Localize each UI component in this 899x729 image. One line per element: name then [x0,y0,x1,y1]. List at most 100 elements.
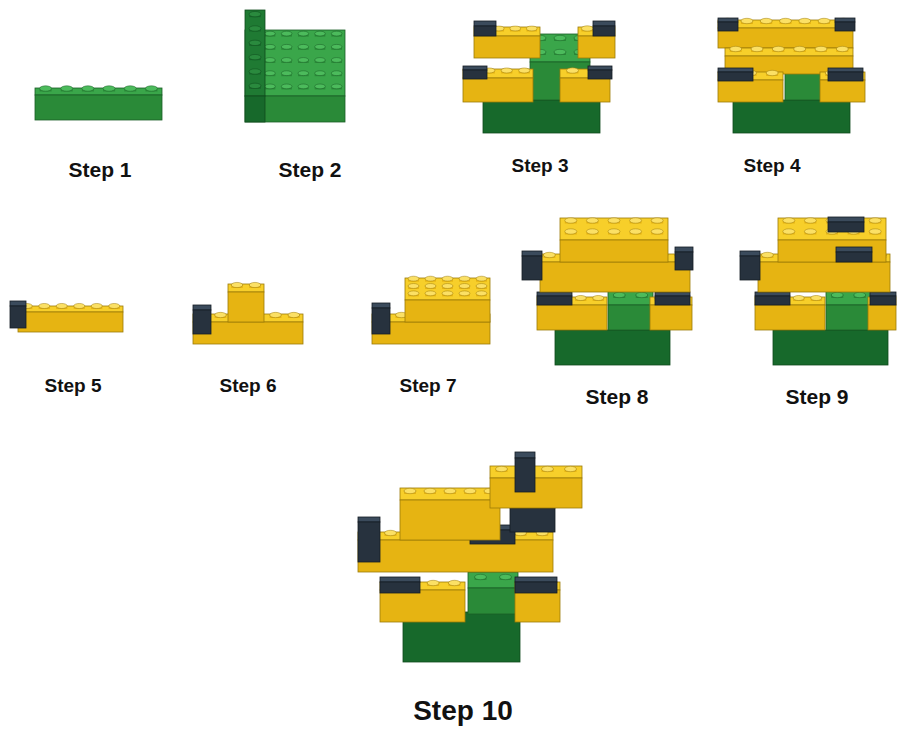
stud [61,86,73,92]
brick-side [755,305,825,330]
stud-top [315,44,326,49]
stud-top [575,295,586,300]
brick-top [515,452,535,458]
stud-top [510,26,521,31]
brick-side [380,590,465,622]
stud-top [408,284,419,289]
brick [10,301,26,328]
brick-top [826,291,871,305]
stud-top [444,488,456,493]
stud [869,229,881,235]
brick [490,466,582,508]
step-label: Step 2 [278,158,341,182]
brick-side [358,540,553,572]
brick-top [10,301,26,306]
stud [265,58,276,63]
brick-side [358,522,380,562]
stud [281,84,292,89]
brick-top [515,577,557,582]
stud-top [249,69,261,74]
brick-side [474,36,540,58]
brick-top [380,577,420,582]
stud [794,46,806,52]
stud [315,84,326,89]
stud-top [315,31,326,36]
brick-side [515,582,557,593]
brick [358,517,380,562]
brick [820,70,865,102]
stud [500,574,512,580]
brick-side [10,306,26,328]
brick [372,303,390,334]
brick-side [405,300,490,322]
brick-side [740,256,760,280]
stud [464,488,476,494]
brick-top [740,251,760,256]
brick-top [725,48,853,56]
brick-top [675,247,693,252]
stud [554,35,566,41]
stud [799,18,811,24]
brick-side [655,296,690,305]
stud [404,488,416,494]
step-label: Step 10 [413,695,513,727]
brick-top [608,291,653,305]
stud-top [408,276,419,281]
brick [522,251,542,280]
stud-top [459,276,470,281]
stud-top [613,292,625,297]
step-label: Step 3 [511,155,568,177]
brick [828,217,864,232]
stud [408,276,419,281]
stud [554,49,566,55]
stud [103,86,115,92]
brick [718,70,783,102]
stud-top [442,284,453,289]
stud [281,71,292,76]
stud-top [804,218,816,223]
step-label: Step 5 [44,375,101,397]
brick-top [868,297,896,305]
brick-side [758,262,890,292]
brick-side [228,292,264,322]
brick [193,305,211,334]
brick [380,580,465,622]
stud [526,26,537,31]
brick-side [35,95,162,120]
stud-top [741,18,753,23]
stud [751,46,763,52]
stud [831,292,843,298]
stud-top [831,292,843,297]
brick-side [870,296,896,305]
brick [608,291,653,330]
brick [773,330,888,365]
stud-top [751,46,763,51]
stud [608,229,620,235]
brick [868,295,896,330]
brick [245,10,265,122]
stud-top [554,35,566,40]
brick [483,100,600,133]
brick-top [718,68,753,72]
stud [231,282,243,288]
brick [463,68,533,102]
stud [730,46,742,52]
stud [39,303,50,309]
brick [228,282,264,322]
stud-top [501,68,512,73]
stud [593,295,604,301]
stud [331,84,342,89]
stud-top [793,295,804,300]
brick-top [18,306,123,312]
stud-top [331,84,342,89]
stud-top [651,218,663,223]
stud-top [760,18,772,23]
brick-side [468,588,518,614]
stud-top [331,31,342,36]
brick-side [18,312,123,332]
stud-top [818,18,830,23]
brick [537,292,572,305]
brick-top [400,488,500,500]
